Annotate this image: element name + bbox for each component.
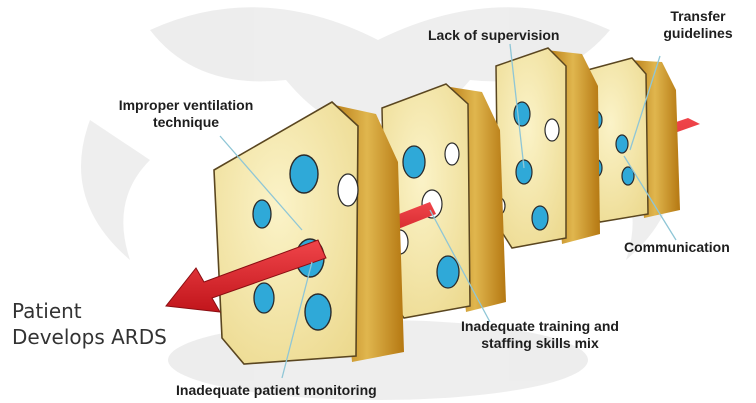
label-transfer-guidelines: Transfer guidelines — [640, 8, 756, 42]
label-improper-ventilation: Improper ventilation technique — [70, 97, 302, 131]
cheese-slice-1 — [214, 102, 404, 364]
outcome-label: Patient Develops ARDS — [12, 298, 167, 350]
label-inadequate-monitoring: Inadequate patient monitoring — [176, 382, 377, 399]
label-communication: Communication — [624, 239, 730, 256]
cheese-slice-3 — [495, 48, 600, 248]
label-inadequate-training: Inadequate training and staffing skills … — [424, 318, 656, 352]
outcome-line-1: Patient — [12, 298, 167, 324]
outcome-line-2: Develops ARDS — [12, 324, 167, 350]
label-lack-of-supervision: Lack of supervision — [428, 27, 559, 44]
